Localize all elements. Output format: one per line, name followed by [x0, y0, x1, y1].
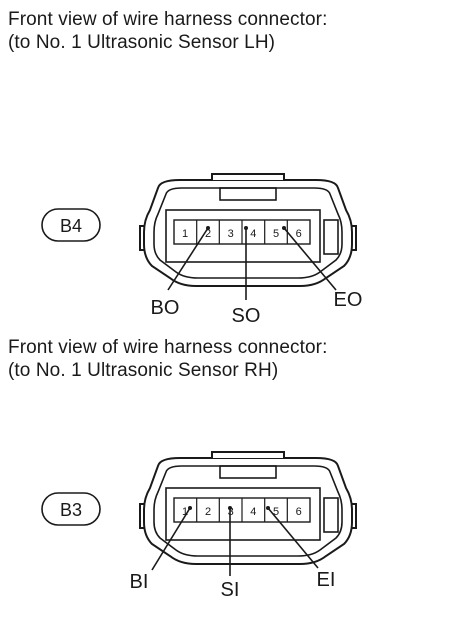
b4-leader-eo — [283, 227, 337, 291]
b4-pin-2: 2 — [205, 228, 211, 240]
b3-dot-3 — [228, 506, 232, 510]
b4-dot-2 — [206, 226, 210, 230]
b4-dot-4 — [244, 226, 248, 230]
connector-b4: 1 2 3 4 5 6 — [139, 173, 357, 300]
rh-caption: Front view of wire harness connector: (t… — [8, 336, 327, 382]
lh-caption: Front view of wire harness connector: (t… — [8, 8, 327, 54]
b3-label-ei: EI — [317, 569, 336, 591]
b3-pin-2: 2 — [205, 506, 211, 518]
b4-id-label: B4 — [60, 216, 82, 236]
b3-pin-4: 4 — [250, 506, 256, 518]
connector-b3: 1 2 3 4 5 6 — [139, 451, 357, 576]
b4-pin-4: 4 — [250, 228, 256, 240]
b3-pin-6: 6 — [296, 506, 302, 518]
b3-label-bi: BI — [130, 571, 149, 593]
b3-leader-bi — [151, 507, 191, 571]
rh-caption-line1: Front view of wire harness connector: — [8, 337, 328, 358]
b4-pin-3: 3 — [228, 228, 234, 240]
b3-id-label: B3 — [60, 500, 82, 520]
b4-label-eo: EO — [334, 289, 363, 311]
b3-dot-5 — [266, 506, 270, 510]
b4-id-badge: B4 — [41, 208, 101, 242]
b4-label-so: SO — [232, 305, 261, 327]
rh-caption-line2: (to No. 1 Ultrasonic Sensor RH) — [8, 360, 279, 381]
b3-id-badge: B3 — [41, 492, 101, 526]
b4-pin-5: 5 — [273, 228, 279, 240]
b3-pin-1: 1 — [182, 506, 188, 518]
b4-pin-1: 1 — [182, 228, 188, 240]
b4-leader-bo — [167, 227, 209, 291]
lh-caption-line1: Front view of wire harness connector: — [8, 9, 328, 30]
b3-leader-ei — [267, 507, 319, 569]
b4-label-bo: BO — [151, 297, 180, 319]
b4-pin-6: 6 — [296, 228, 302, 240]
b3-dot-1 — [188, 506, 192, 510]
lh-caption-line2: (to No. 1 Ultrasonic Sensor LH) — [8, 32, 276, 53]
b4-dot-6 — [282, 226, 286, 230]
b3-label-si: SI — [221, 579, 240, 601]
b3-pin-5: 5 — [273, 506, 279, 518]
